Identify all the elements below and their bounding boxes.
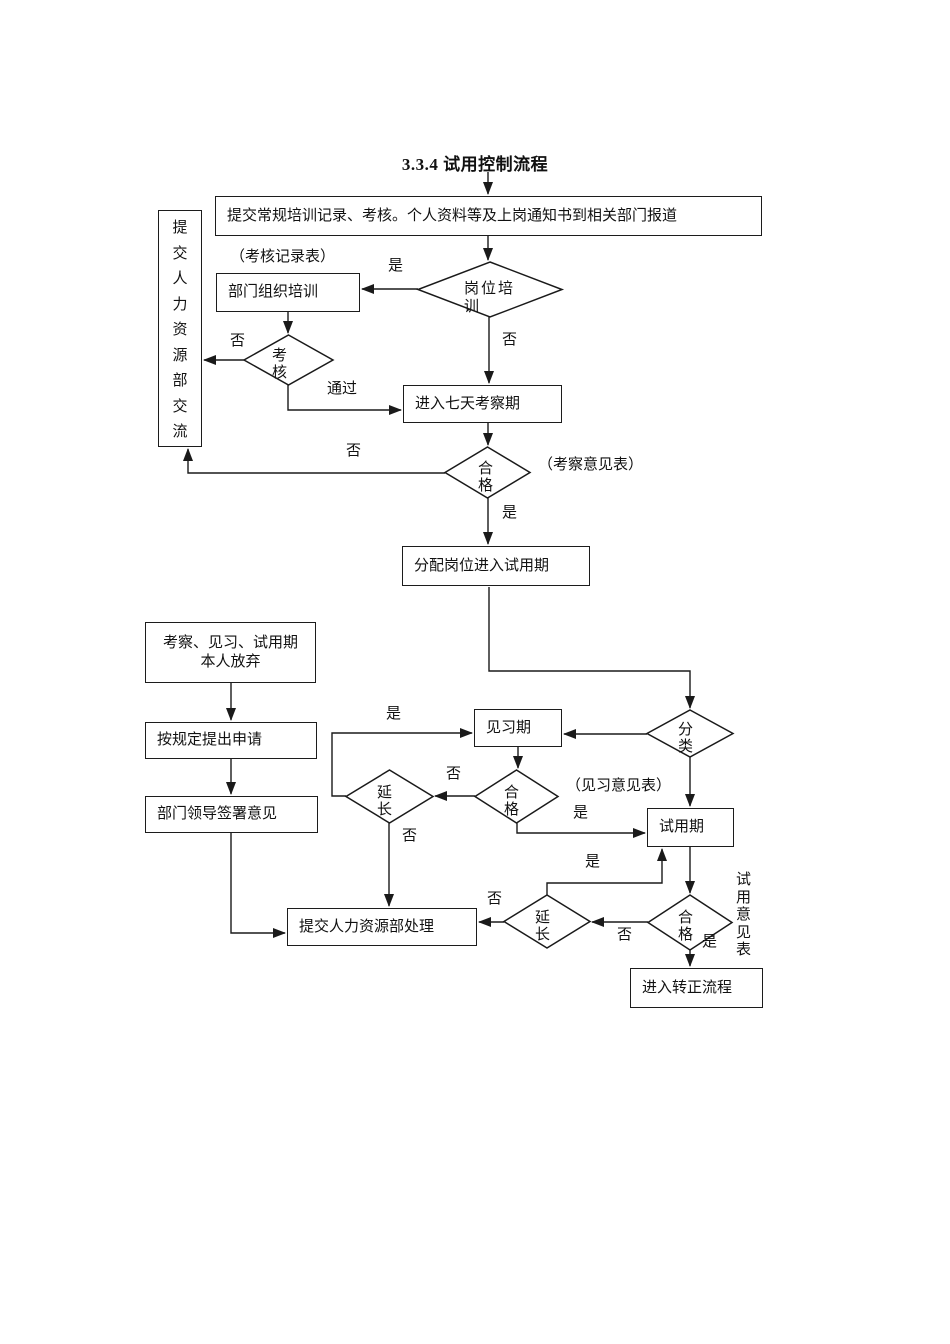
diamond-label-extend1: 延 长 <box>377 785 393 818</box>
label-qualified1-no: 否 <box>346 443 362 459</box>
node-hr-handle: 提交人力资源部处理 <box>287 908 477 946</box>
post-training-diamond <box>415 261 565 318</box>
annotation-inspect-opinion: （考察意见表） <box>538 457 644 473</box>
diamond-label-classify: 分 类 <box>678 722 694 755</box>
node-trial: 试用期 <box>647 808 734 847</box>
node-regularize: 进入转正流程 <box>630 968 763 1008</box>
node-probation: 见习期 <box>474 709 562 747</box>
label-post-training-no: 否 <box>502 332 518 348</box>
node-dept-training: 部门组织培训 <box>216 273 360 312</box>
label-qualified1-yes: 是 <box>502 505 518 521</box>
edge-qualified2-to-trial <box>516 823 646 838</box>
node-hr-exchange: 提交人力资源部交流 <box>158 210 202 447</box>
label-qualified3-yes: 是 <box>702 934 718 950</box>
label-extend2-no: 否 <box>487 891 503 907</box>
diamond-label-qualified1: 合 格 <box>478 461 494 494</box>
diamond-label-extend2: 延 长 <box>535 910 551 943</box>
label-qualified2-no: 否 <box>446 766 462 782</box>
flow-arrows <box>183 172 695 967</box>
edge-assign-post-to-classify <box>488 587 695 709</box>
decision-diamonds <box>242 261 735 951</box>
diamond-label-qualified2: 合 格 <box>504 785 520 818</box>
label-extend1-yes: 是 <box>386 706 402 722</box>
annotation-trial-opinion: 试用意见表 <box>735 872 751 958</box>
label-qualified3-no: 否 <box>617 927 633 943</box>
diamond-label-assess: 考 核 <box>272 348 288 381</box>
node-give-up: 考察、见习、试用期 本人放弃 <box>145 622 316 683</box>
label-extend1-no: 否 <box>402 828 418 844</box>
node-assign-post: 分配岗位进入试用期 <box>402 546 590 586</box>
page-title: 3.3.4 试用控制流程 <box>401 155 549 174</box>
label-qualified2-yes: 是 <box>573 805 589 821</box>
annotation-assess-record: （考核记录表） <box>230 249 336 265</box>
label-post-training-yes: 是 <box>388 258 404 274</box>
edge-extend1-to-probation <box>331 728 473 797</box>
label-assess-pass: 通过 <box>327 381 358 397</box>
edge-leader-sign-to-hr-handle <box>230 833 286 938</box>
node-leader-sign: 部门领导签署意见 <box>145 796 318 833</box>
extend2-diamond <box>502 894 592 949</box>
edge-extend2-to-trial <box>546 848 667 895</box>
edge-qualified1-to-hr-exchange <box>183 448 445 474</box>
diamond-label-post-training: 岗位培 训 <box>464 281 516 315</box>
node-report: 提交常规培训记录、考核。个人资料等及上岗通知书到相关部门报道 <box>215 196 762 236</box>
edge-assess-to-seven-day <box>287 385 402 415</box>
label-assess-no: 否 <box>230 333 246 349</box>
node-apply: 按规定提出申请 <box>145 722 317 759</box>
node-seven-day: 进入七天考察期 <box>403 385 562 423</box>
label-extend2-yes: 是 <box>585 854 601 870</box>
annotation-probation-opinion: （见习意见表） <box>566 778 672 794</box>
diamond-label-qualified3: 合 格 <box>678 910 694 943</box>
